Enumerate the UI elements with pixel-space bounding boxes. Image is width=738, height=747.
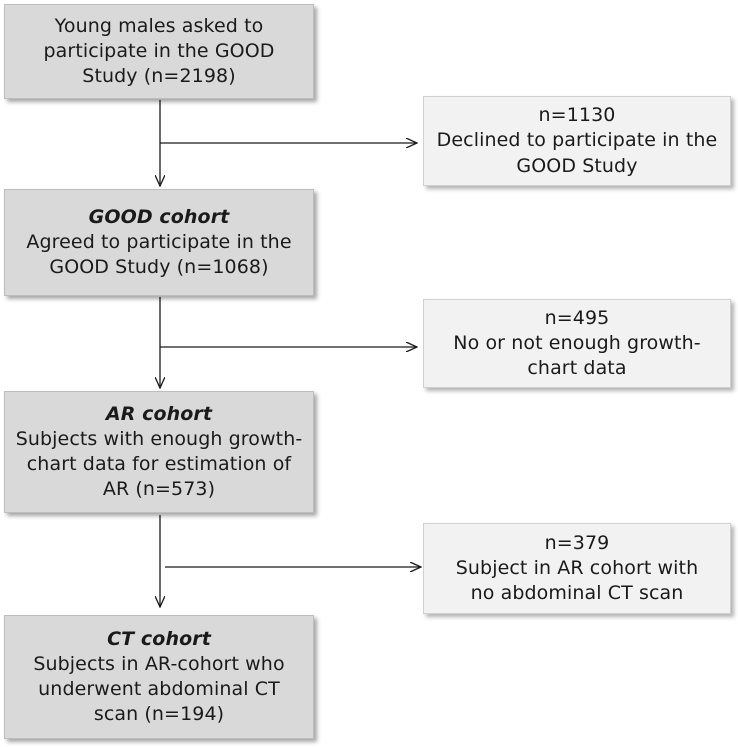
ar-cohort-line-3: AR (n=573) [102, 478, 216, 501]
ct-cohort-title: CT cohort [107, 627, 211, 650]
declined-box: n=1130 Declined to participate in the GO… [423, 96, 731, 186]
no-growth-data-count: n=495 [544, 306, 610, 329]
no-ct-scan-box: n=379 Subject in AR cohort with no abdom… [423, 523, 731, 614]
ct-cohort-line-1: Subjects in AR-cohort who [33, 652, 285, 675]
start-box: Young males asked to participate in the … [4, 4, 314, 99]
no-growth-data-line-2: No or not enough growth- [453, 331, 701, 354]
ar-cohort-box: AR cohort Subjects with enough growth- c… [4, 391, 314, 513]
no-ct-scan-count: n=379 [544, 531, 610, 554]
declined-line-3: GOOD Study [516, 154, 638, 177]
declined-line-2: Declined to participate in the [436, 129, 718, 152]
ct-cohort-line-2: underwent abdominal CT [38, 678, 280, 700]
ct-cohort-box: CT cohort Subjects in AR-cohort who unde… [4, 615, 314, 739]
start-line-3: Study (n=2198) [82, 65, 236, 88]
ar-cohort-title: AR cohort [105, 402, 213, 425]
good-cohort-line-1: Agreed to participate in the [26, 230, 292, 253]
ct-cohort-line-3: scan (n=194) [93, 703, 225, 726]
no-ct-scan-line-2: Subject in AR cohort with [455, 556, 699, 579]
no-growth-data-box: n=495 No or not enough growth- chart dat… [423, 299, 731, 388]
good-cohort-box: GOOD cohort Agreed to participate in the… [4, 189, 314, 296]
no-growth-data-line-3: chart data [527, 357, 627, 380]
good-cohort-line-2: GOOD Study (n=1068) [49, 256, 269, 279]
ar-cohort-line-1: Subjects with enough growth- [15, 427, 303, 450]
ar-cohort-line-2: chart data for estimation of [26, 453, 292, 475]
good-cohort-title: GOOD cohort [88, 205, 230, 228]
start-line-2: participate in the GOOD [43, 39, 275, 62]
start-line-1: Young males asked to [54, 14, 264, 37]
no-ct-scan-line-3: no abdominal CT scan [470, 582, 684, 605]
declined-count: n=1130 [538, 104, 616, 127]
